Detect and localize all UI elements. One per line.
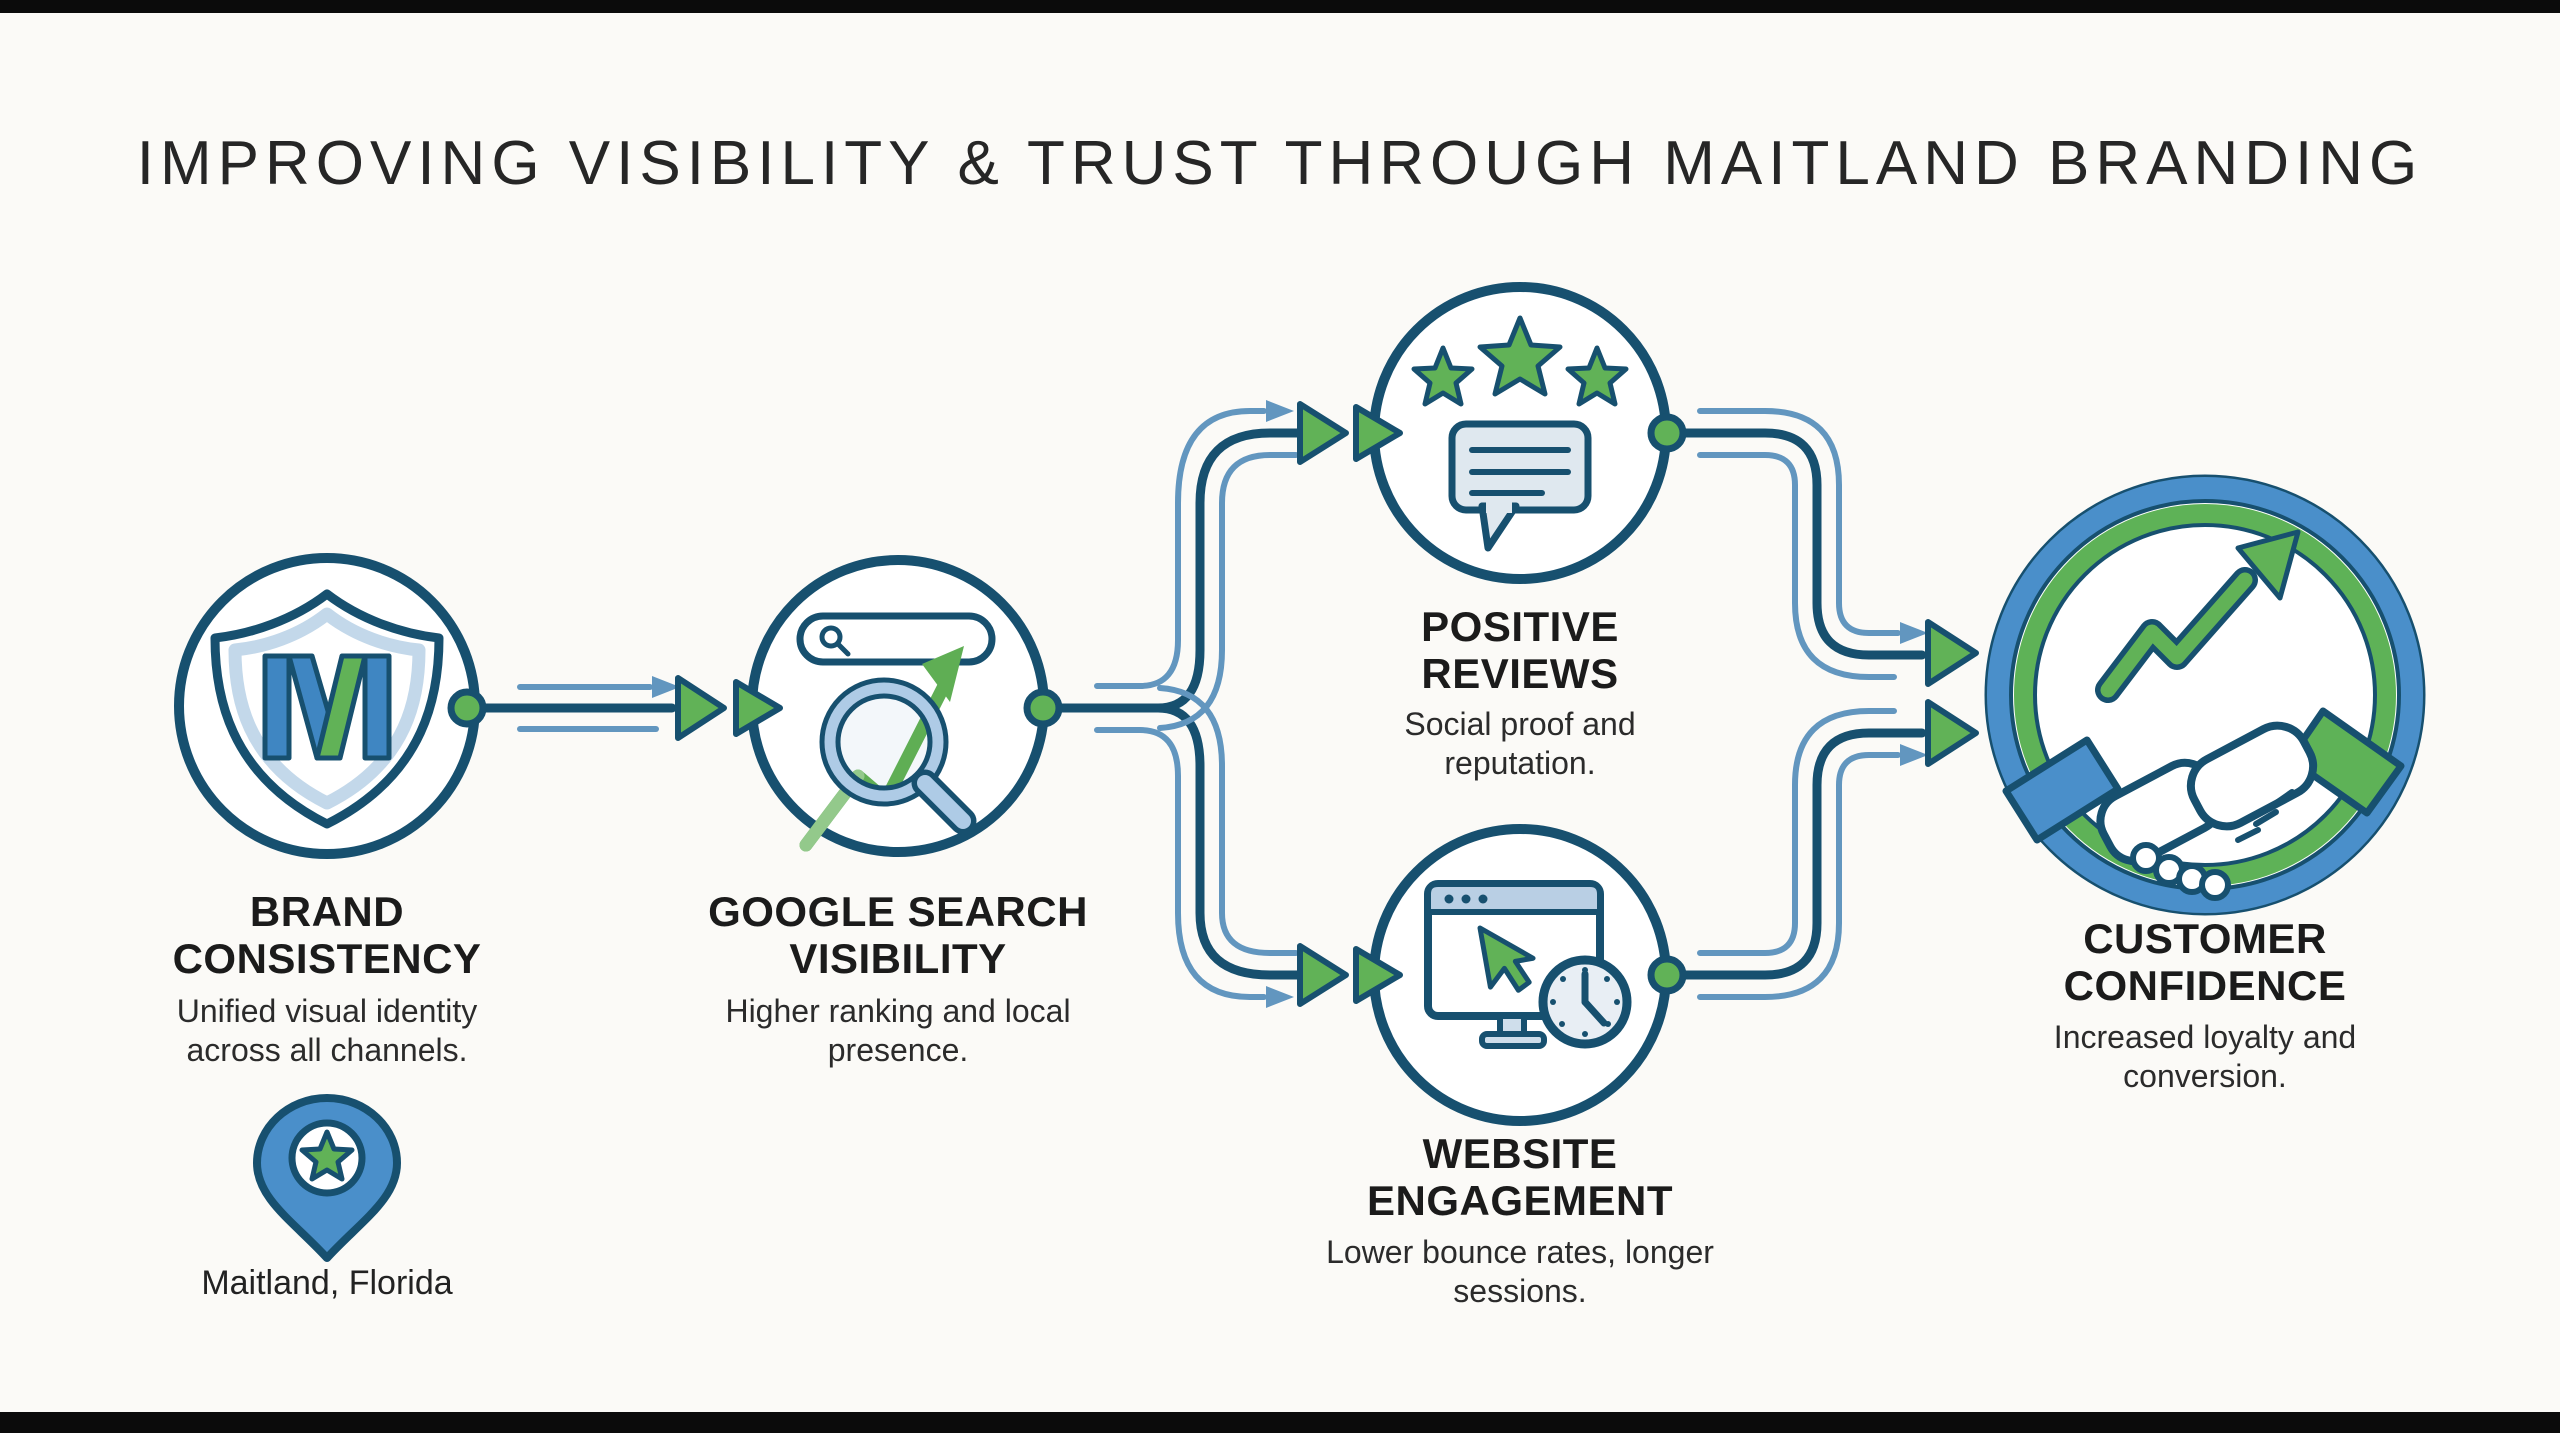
connector-search-split	[1023, 400, 1403, 1008]
clock-icon	[1538, 955, 1632, 1049]
shield-m-icon	[210, 589, 444, 829]
connector-dot	[447, 688, 487, 728]
arrowhead-icon	[1925, 699, 1979, 767]
star-icon	[299, 1129, 355, 1182]
node-desc-brand-consistency: Unified visual identity across all chann…	[176, 993, 478, 1069]
arrowhead-icon	[1925, 619, 1979, 687]
top-edge-bar	[0, 0, 2560, 13]
location-label: Maitland, Florida	[201, 1264, 453, 1302]
node-desc-customer-confidence: Increased loyalty and conversion.	[2053, 1019, 2357, 1095]
star-icon	[1477, 315, 1563, 397]
star-icon	[1565, 345, 1629, 407]
connector-brand-to-search	[447, 675, 783, 741]
connector-dot	[1647, 955, 1687, 995]
arrowhead-icon	[733, 679, 783, 737]
node-desc-google-search-visibility: Higher ranking and local presence.	[725, 993, 1071, 1069]
node-label-customer-confidence: CUSTOMER CONFIDENCE	[2063, 915, 2347, 1010]
node-label-positive-reviews: POSITIVE REVIEWS	[1421, 603, 1619, 698]
arrowhead-icon	[1353, 404, 1403, 462]
cursor-icon	[1477, 925, 1536, 993]
search-trend-icon	[796, 612, 996, 852]
arrowhead-icon	[1266, 986, 1294, 1008]
stars-comment-icon	[1411, 315, 1629, 552]
node-ring-customer-confidence	[1984, 474, 2426, 916]
arrowhead-icon	[1297, 401, 1349, 465]
page-title: IMPROVING VISIBILITY & TRUST THROUGH MAI…	[136, 129, 2424, 198]
connector-dot	[1647, 413, 1687, 453]
node-label-website-engagement: WEBSITE ENGAGEMENT	[1366, 1130, 1673, 1225]
arrowhead-icon	[675, 675, 727, 741]
arrowhead-icon	[652, 676, 680, 698]
arrowhead-icon	[2235, 529, 2301, 601]
node-desc-website-engagement: Lower bounce rates, longer sessions.	[1326, 1234, 1714, 1310]
arrowhead-icon	[1900, 744, 1928, 766]
star-icon	[1411, 345, 1475, 407]
hand-right	[2186, 721, 2318, 831]
sleeve-right	[2286, 707, 2405, 817]
node-label-google-search-visibility: GOOGLE SEARCH VISIBILITY	[708, 888, 1088, 983]
map-pin-star-icon	[253, 1094, 401, 1262]
arrowhead-icon	[1266, 400, 1294, 422]
arrowhead-icon	[1353, 946, 1403, 1004]
bottom-edge-bar	[0, 1412, 2560, 1433]
connector-dot	[1023, 688, 1063, 728]
handshake-growth-icon	[2002, 529, 2405, 901]
arrowhead-icon	[1297, 943, 1349, 1007]
arrowhead-icon	[922, 646, 964, 702]
arrowhead-icon	[1900, 622, 1928, 644]
sleeve-left	[2002, 736, 2122, 844]
node-desc-positive-reviews: Social proof and reputation.	[1404, 706, 1636, 782]
node-label-brand-consistency: BRAND CONSISTENCY	[172, 888, 482, 983]
browser-cursor-clock-icon	[1424, 880, 1632, 1049]
connector-merge-to-confidence	[1647, 408, 1979, 1000]
